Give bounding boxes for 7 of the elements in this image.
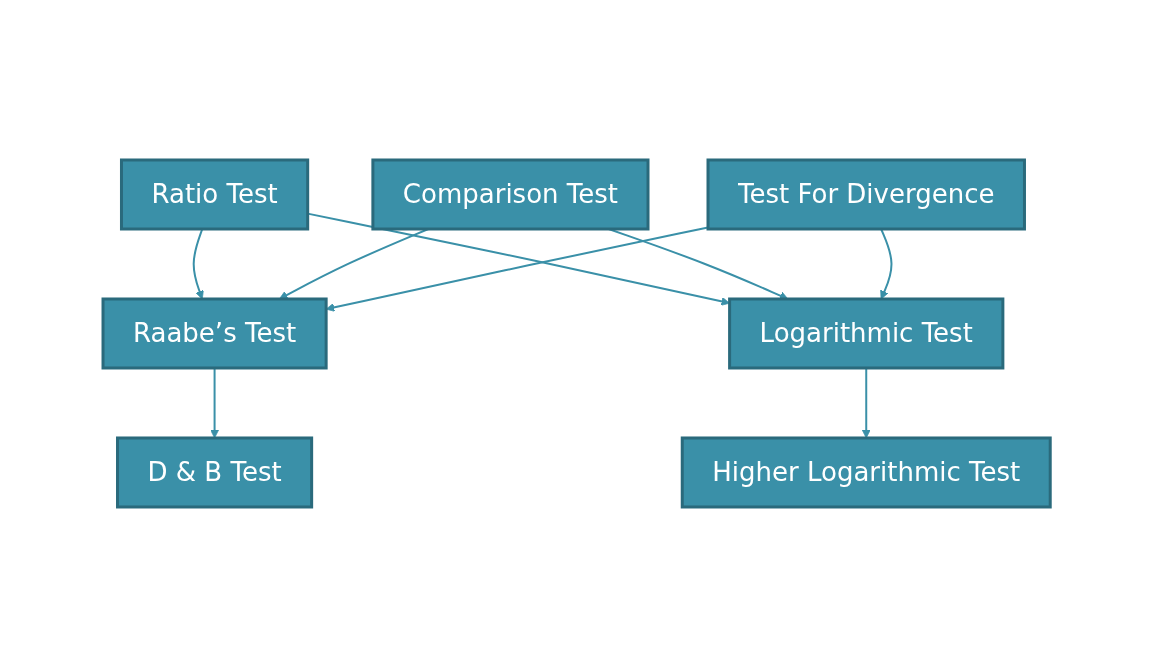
- node-box: Ratio Test: [119, 158, 310, 231]
- node-box: D & B Test: [115, 436, 313, 509]
- node-box: Test For Divergence: [706, 158, 1026, 231]
- node-box: Raabe’s Test: [101, 297, 328, 370]
- node-box: Logarithmic Test: [728, 297, 1005, 370]
- node-box: Comparison Test: [371, 158, 650, 231]
- node-box: Higher Logarithmic Test: [680, 436, 1052, 509]
